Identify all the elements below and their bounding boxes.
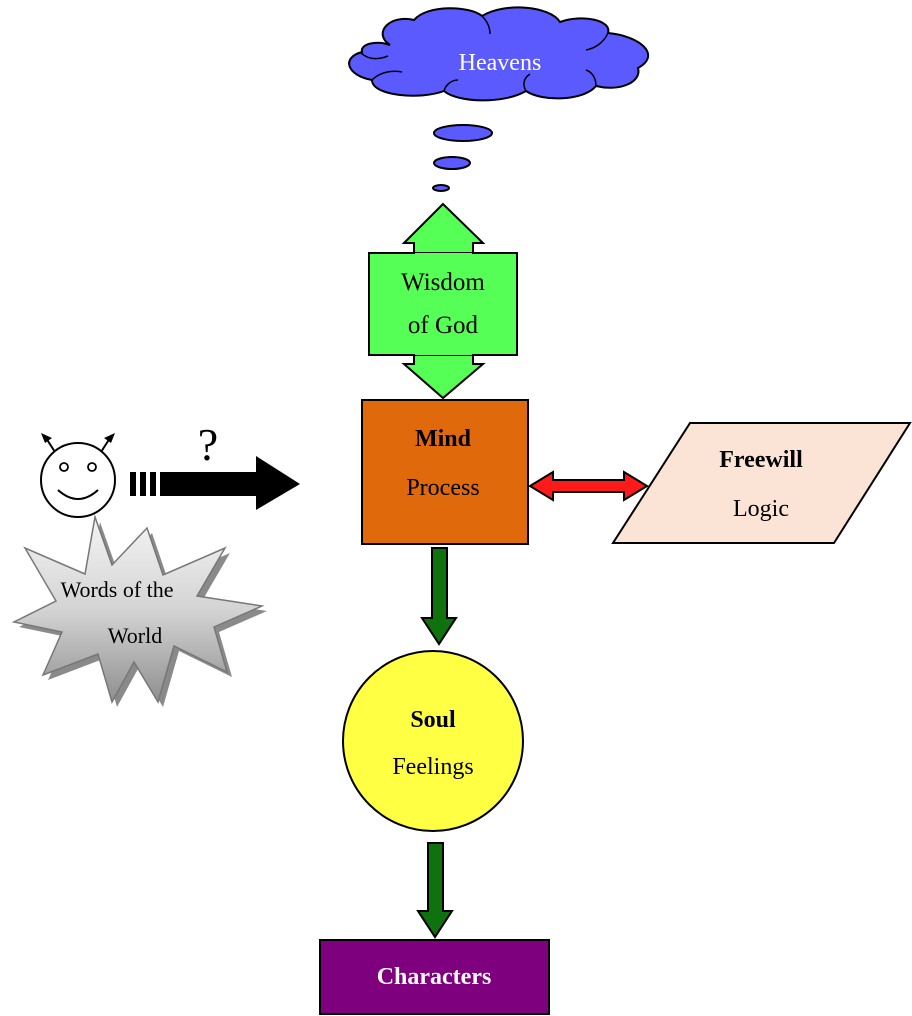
arrow-icon [130,456,300,510]
characters-label: Characters [377,964,492,990]
cloud-icon [348,6,650,102]
question-mark: ? [198,419,218,470]
soul-title: Soul [410,707,456,733]
freewill-parallelogram: Freewill Logic [611,422,912,544]
smiley-devil-icon [40,433,116,518]
mind-title: Mind [415,426,472,452]
heavens-cloud: Heavens [348,6,650,102]
soul-circle: Soul Feelings [342,650,524,832]
freewill-subtitle: Logic [733,496,789,522]
mind-subtitle: Process [406,475,479,501]
world-line2: World [108,623,162,648]
soul-to-characters-arrow [416,842,454,939]
wisdom-of-god-arrow: Wisdom of God [368,202,518,400]
wisdom-line1: Wisdom [401,269,485,296]
freewill-title: Freewill [719,447,803,473]
wisdom-line2: of God [408,312,479,339]
world-line1: Words of the [60,577,173,602]
mind-box: Mind Process [361,399,529,545]
words-of-the-world-explosion: Words of the World [11,514,267,707]
mind-freewill-arrow [528,470,649,502]
mind-to-soul-arrow [420,547,458,646]
characters-box: Characters [319,939,550,1015]
soul-subtitle: Feelings [392,754,473,780]
heavens-label: Heavens [459,50,542,76]
thought-bubble-icon [432,124,493,192]
